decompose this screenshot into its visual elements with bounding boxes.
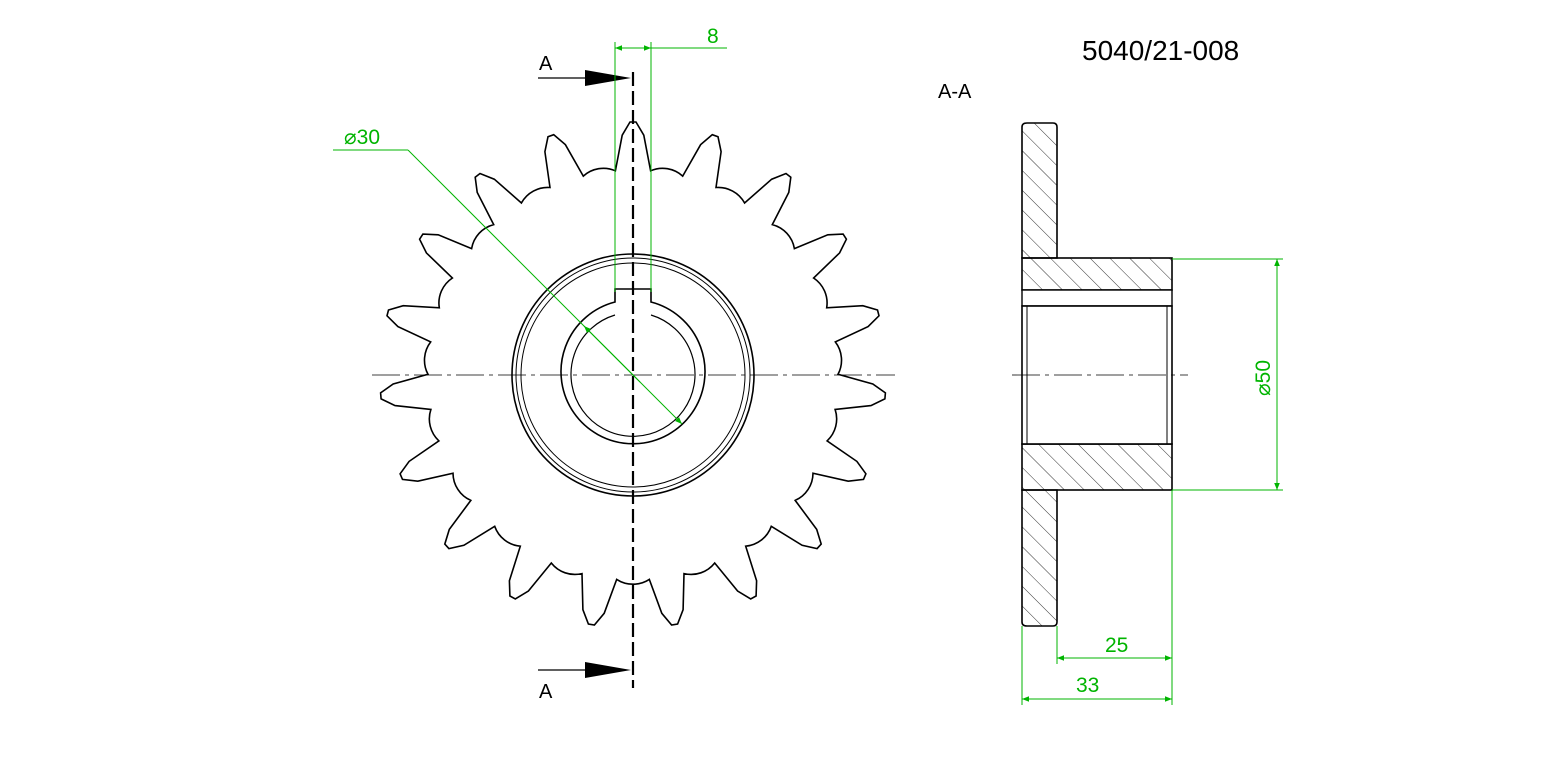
section-arrow-bottom-head bbox=[585, 662, 631, 678]
keyway-width-label: 8 bbox=[707, 25, 719, 48]
sprocket-teeth-outline bbox=[379, 121, 887, 626]
keyway-band bbox=[1021, 289, 1173, 307]
section-mark-bottom: A bbox=[539, 681, 553, 703]
bore-with-keyway bbox=[560, 288, 706, 445]
bore-diameter-label: ⌀30 bbox=[344, 126, 380, 149]
section-arrow-top-head bbox=[585, 70, 631, 86]
drawing-number: 5040/21-008 bbox=[1082, 35, 1239, 66]
flange-top-section bbox=[1021, 122, 1058, 259]
flange-bottom-section bbox=[1021, 489, 1058, 627]
bore-dimension-arrow-start bbox=[583, 325, 641, 383]
section-view: ⌀50 25 33 bbox=[1012, 122, 1283, 705]
overall-length-label: 33 bbox=[1076, 674, 1099, 697]
bore-dimension-line bbox=[407, 149, 683, 425]
section-mark-top: A bbox=[539, 53, 553, 75]
hub-top-section bbox=[1021, 257, 1173, 291]
front-view: A A 8 ⌀30 bbox=[333, 25, 895, 703]
hub-diameter-label: ⌀50 bbox=[1252, 360, 1275, 396]
hub-length-label: 25 bbox=[1105, 634, 1128, 657]
section-title: A-A bbox=[938, 81, 972, 103]
hub-bottom-section bbox=[1021, 443, 1173, 491]
